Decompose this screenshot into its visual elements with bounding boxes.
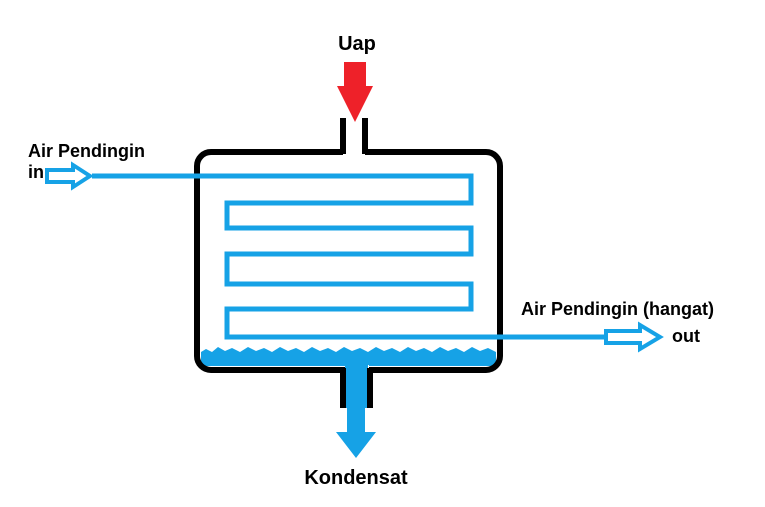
coolant-in-label-line2: in — [28, 162, 44, 182]
condensate-drain-nozzle — [340, 368, 373, 408]
condensate-drain-fill-join — [345, 364, 368, 376]
coolant-in-label-line1: Air Pendingin — [28, 141, 145, 161]
cooling-coil — [92, 173, 606, 340]
coolant-out-label-line2: out — [672, 326, 700, 346]
steam-inlet-nozzle — [340, 118, 368, 154]
coolant-out-label-line1: Air Pendingin (hangat) — [521, 299, 714, 319]
steam-label: Uap — [338, 33, 376, 55]
coolant-outlet-arrow — [604, 321, 664, 353]
coolant-inlet-arrow — [45, 161, 94, 191]
condensate-label: Kondensat — [304, 467, 408, 489]
steam-arrow — [337, 62, 373, 122]
condensate-arrow — [336, 408, 376, 458]
condensate-pool — [201, 347, 496, 366]
condensate-drain-fill — [345, 368, 368, 408]
